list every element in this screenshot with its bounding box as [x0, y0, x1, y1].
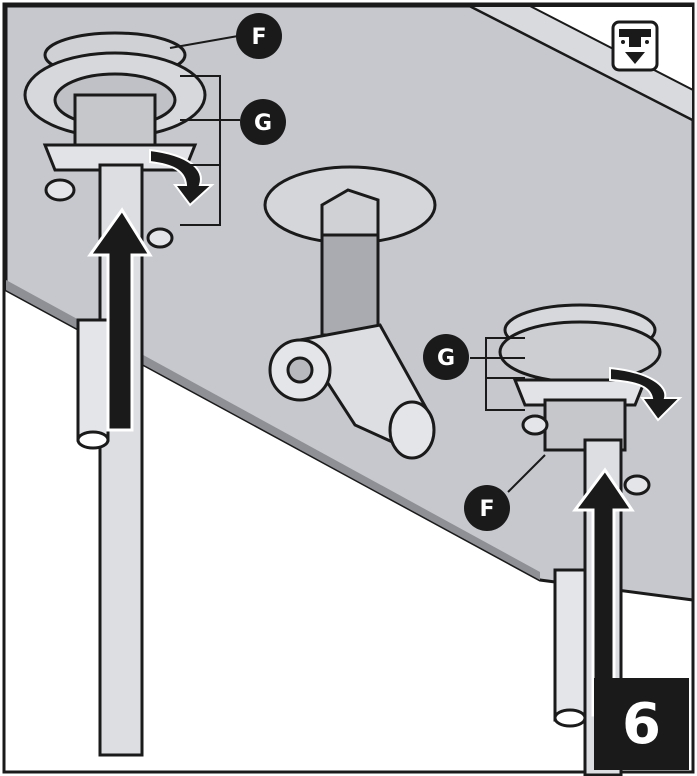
bracket-g-right — [470, 337, 546, 493]
label-g-right-text: G — [437, 346, 455, 371]
label-g-left-text: G — [254, 111, 272, 136]
label-g-right: G — [423, 334, 469, 380]
label-f-top: F — [236, 13, 282, 59]
label-g-left: G — [240, 99, 286, 145]
label-f-top-text: F — [251, 25, 266, 50]
label-f-bottom: F — [464, 485, 510, 531]
bracket-g-left — [169, 35, 240, 226]
label-f-bottom-text: F — [479, 497, 494, 522]
under-sink-install-icon — [611, 20, 659, 72]
left-arrows — [87, 148, 215, 432]
center-connector — [263, 165, 437, 460]
step-number: 6 — [594, 678, 689, 770]
